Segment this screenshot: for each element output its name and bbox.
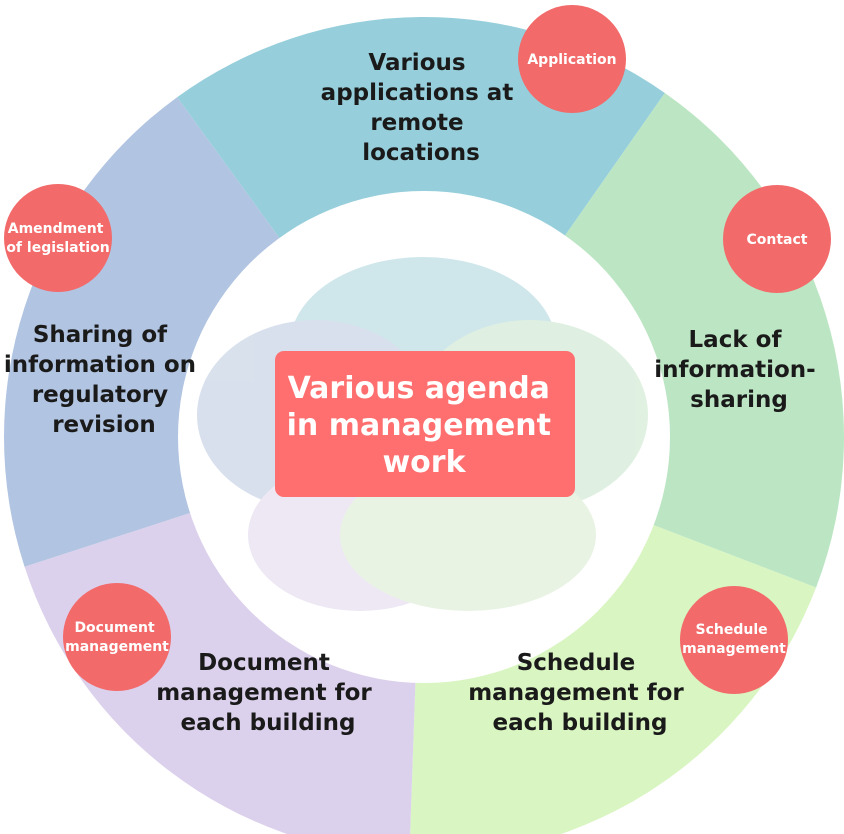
- segment-label-line: Lack of: [689, 327, 783, 353]
- segment-label-line: sharing: [690, 387, 788, 413]
- badge-label-line: management: [65, 639, 169, 655]
- segment-label-line: remote: [370, 110, 463, 136]
- center-title: Various agenda in management work: [287, 371, 562, 480]
- segment-label-line: each building: [181, 710, 356, 736]
- center-title-line: in management: [287, 408, 551, 443]
- segment-label-line: Various: [368, 50, 465, 76]
- segment-label-line: revision: [52, 412, 156, 438]
- segment-label-line: information-: [654, 357, 816, 383]
- segment-label-line: regulatory: [32, 382, 168, 408]
- segment-label-line: information on: [4, 352, 196, 378]
- segment-label-line: Sharing of: [33, 322, 168, 348]
- badge-label: Contact: [747, 232, 808, 248]
- badge-label-line: management: [682, 641, 786, 657]
- badge-circle: [723, 185, 831, 293]
- center-box: [275, 351, 575, 497]
- badge-document-management: Document management: [63, 583, 171, 691]
- badge-label: Application: [527, 52, 616, 68]
- segment-label-regulatory: Sharing of information on regulatory rev…: [4, 322, 204, 438]
- center-title-line: work: [382, 445, 466, 480]
- badge-label-line: Document: [74, 620, 155, 636]
- segment-label-line: applications at: [321, 80, 514, 106]
- badge-schedule-management: Schedule management: [680, 586, 788, 694]
- segment-label-applications: Various applications at remote locations: [321, 50, 522, 166]
- segment-label-schedule: Schedule management for each building: [468, 650, 692, 736]
- badge-circle: [4, 184, 112, 292]
- badge-label-line: Schedule: [695, 622, 767, 638]
- badge-label: Amendment of legislation: [6, 221, 109, 256]
- badge-contact: Contact: [723, 185, 831, 293]
- badge-circle: [518, 5, 626, 113]
- badge-label-line: Amendment: [8, 221, 104, 237]
- badge-circle: [680, 586, 788, 694]
- badge-circle: [63, 583, 171, 691]
- badge-application: Application: [518, 5, 626, 113]
- segment-label-line: management for: [156, 680, 372, 706]
- center-title-line: Various agenda: [288, 371, 550, 406]
- badge-amendment-of-legislation: Amendment of legislation: [4, 184, 112, 292]
- badge-label: Schedule management: [682, 622, 786, 657]
- segment-label-information-sharing: Lack of information- sharing: [654, 327, 824, 413]
- segment-label-line: Schedule: [517, 650, 636, 676]
- badge-label-line: of legislation: [6, 240, 109, 256]
- segment-label-line: Document: [198, 650, 330, 676]
- segment-label-line: each building: [493, 710, 668, 736]
- badge-label-line: Application: [527, 52, 616, 68]
- segment-label-line: locations: [362, 140, 480, 166]
- badge-label-line: Contact: [747, 232, 808, 248]
- segment-label-documents: Document management for each building: [156, 650, 380, 736]
- segment-label-line: management for: [468, 680, 684, 706]
- badge-label: Document management: [65, 620, 169, 655]
